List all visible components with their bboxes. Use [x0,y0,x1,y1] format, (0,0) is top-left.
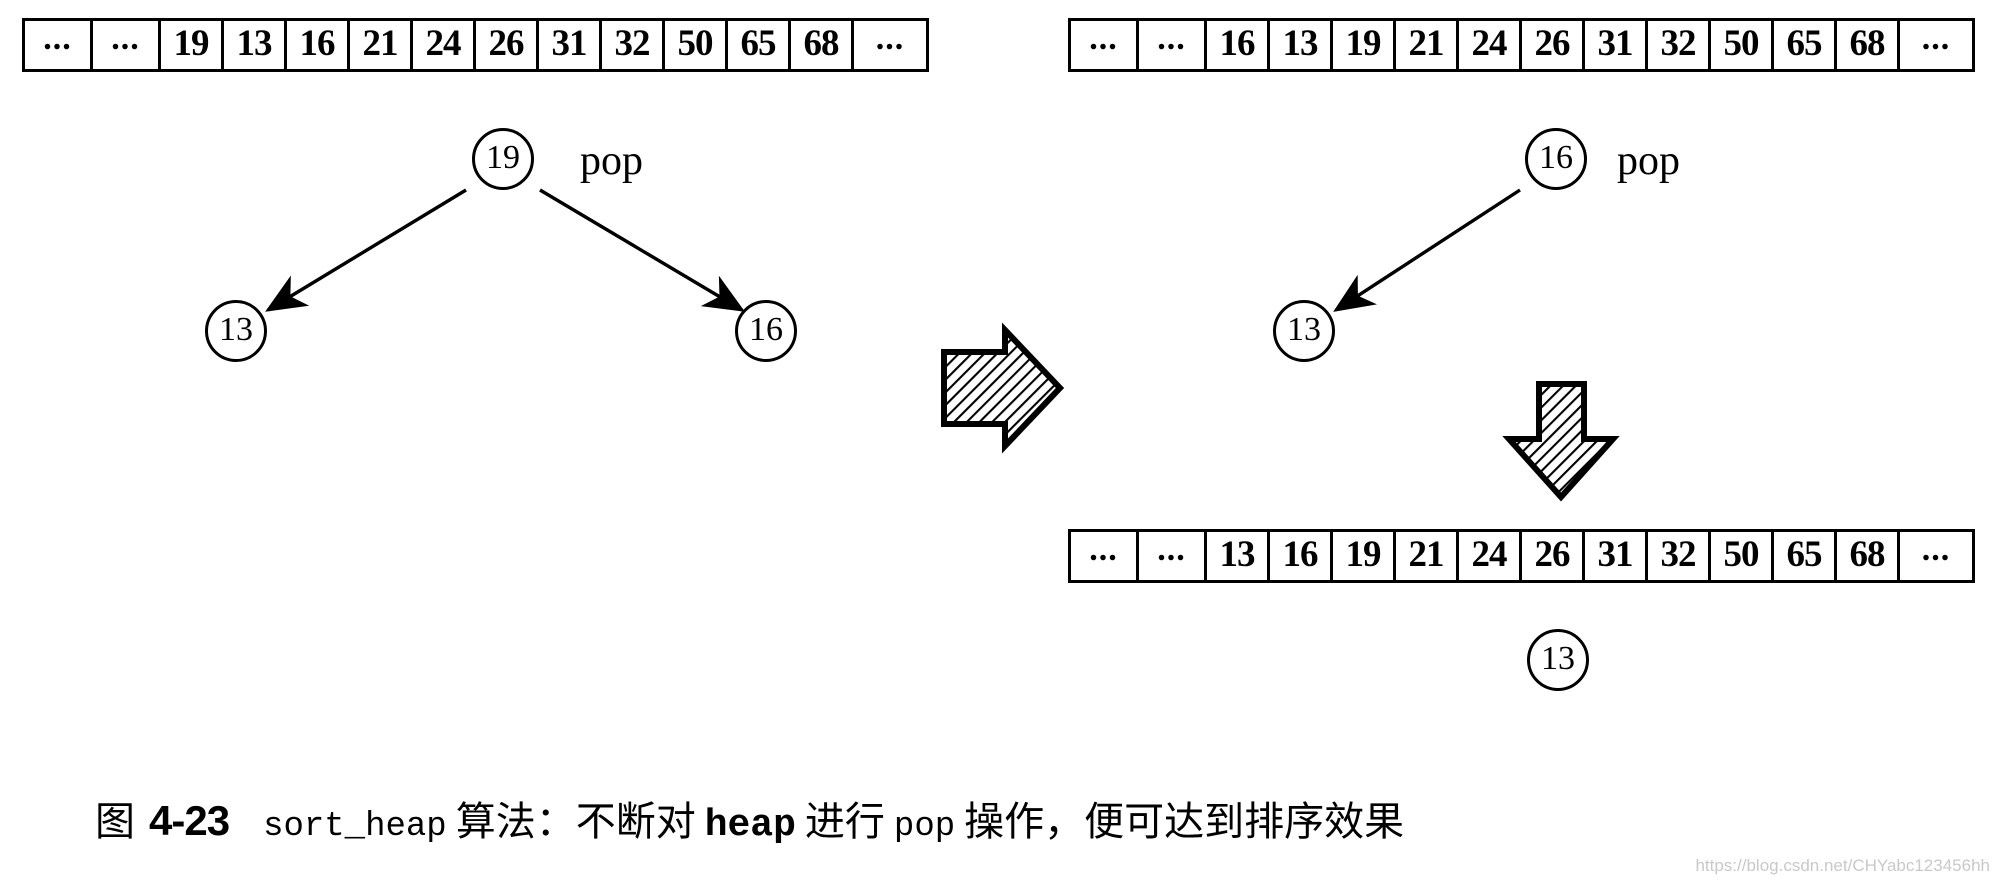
array-cell: ... [875,20,905,57]
array-cell: 26 [1522,21,1585,69]
array-cell: 24 [413,21,476,69]
array-cell: 50 [1711,21,1774,69]
array-cell: 13 [1270,21,1333,69]
array-cell: 26 [1522,532,1585,580]
array-cell: 68 [791,21,854,69]
caption-code-pop: pop [893,808,956,846]
array-cell: ... [1071,532,1139,580]
array-cell: 65 [728,21,791,69]
caption-text-2: 进行 [804,799,885,844]
array-cell: 19 [161,21,224,69]
tree-node-right-root: 16 [1525,128,1587,190]
array-cell: 65 [1774,532,1837,580]
tree-node-left-root: 19 [472,128,534,190]
block-arrow-down-icon [1502,381,1620,502]
array-cell: 16 [1207,21,1270,69]
pop-label-right: pop [1617,138,1680,184]
tree-edge-right-16-to-13 [1333,188,1521,312]
caption-text-3: 操作，便可达到排序效果 [964,799,1405,844]
caption-text-1: 算法：不断对 [455,799,696,844]
caption-code-heap: heap [704,804,796,847]
array-cell: 32 [602,21,665,69]
array-cell: 32 [1648,532,1711,580]
watermark-url: https://blog.csdn.net/CHYabc123456hh [1695,856,1990,875]
array-cell: 65 [1774,21,1837,69]
tree-node-right-child-13: 13 [1273,300,1335,362]
array-heap-after-first-pop: ... ... 16 13 19 21 24 26 31 32 50 65 68… [1068,18,1975,72]
array-cell: 50 [1711,532,1774,580]
array-cell: ... [1921,20,1951,57]
tree-node-left-child-16: 16 [735,300,797,362]
tree-node-final-13: 13 [1527,629,1589,691]
array-cell: ... [1071,21,1139,69]
array-cell: 21 [1396,532,1459,580]
tree-edge-left-19-to-16 [539,188,745,312]
array-cell: 32 [1648,21,1711,69]
array-cell: 19 [1333,532,1396,580]
array-cell: ... [1921,531,1951,568]
array-heap-before-pop: ... ... 19 13 16 21 24 26 31 32 50 65 68… [22,18,929,72]
caption-label: 图 [95,799,135,844]
block-arrow-right-icon [941,322,1065,454]
array-cell: 13 [224,21,287,69]
tree-node-left-child-13: 13 [205,300,267,362]
array-heap-after-second-pop: ... ... 13 16 19 21 24 26 31 32 50 65 68… [1068,529,1975,583]
array-cell: 16 [287,21,350,69]
tree-edge-left-19-to-13 [265,188,467,312]
array-cell: ... [25,21,93,69]
caption-number: 4-23 [149,797,230,844]
caption-code-sort-heap: sort_heap [263,808,447,846]
array-cell: 31 [1585,532,1648,580]
array-cell: 24 [1459,21,1522,69]
array-cell: 24 [1459,532,1522,580]
array-cell: 68 [1837,532,1900,580]
array-cell: ... [1139,532,1207,580]
array-cell: 68 [1837,21,1900,69]
array-cell: 21 [1396,21,1459,69]
array-cell: 31 [539,21,602,69]
array-cell: 21 [350,21,413,69]
array-cell: 16 [1270,532,1333,580]
array-cell: 26 [476,21,539,69]
array-cell: 19 [1333,21,1396,69]
array-cell: 50 [665,21,728,69]
array-cell: ... [1139,21,1207,69]
array-cell: 13 [1207,532,1270,580]
pop-label-left: pop [580,138,643,184]
array-cell: ... [93,21,161,69]
array-cell: 31 [1585,21,1648,69]
